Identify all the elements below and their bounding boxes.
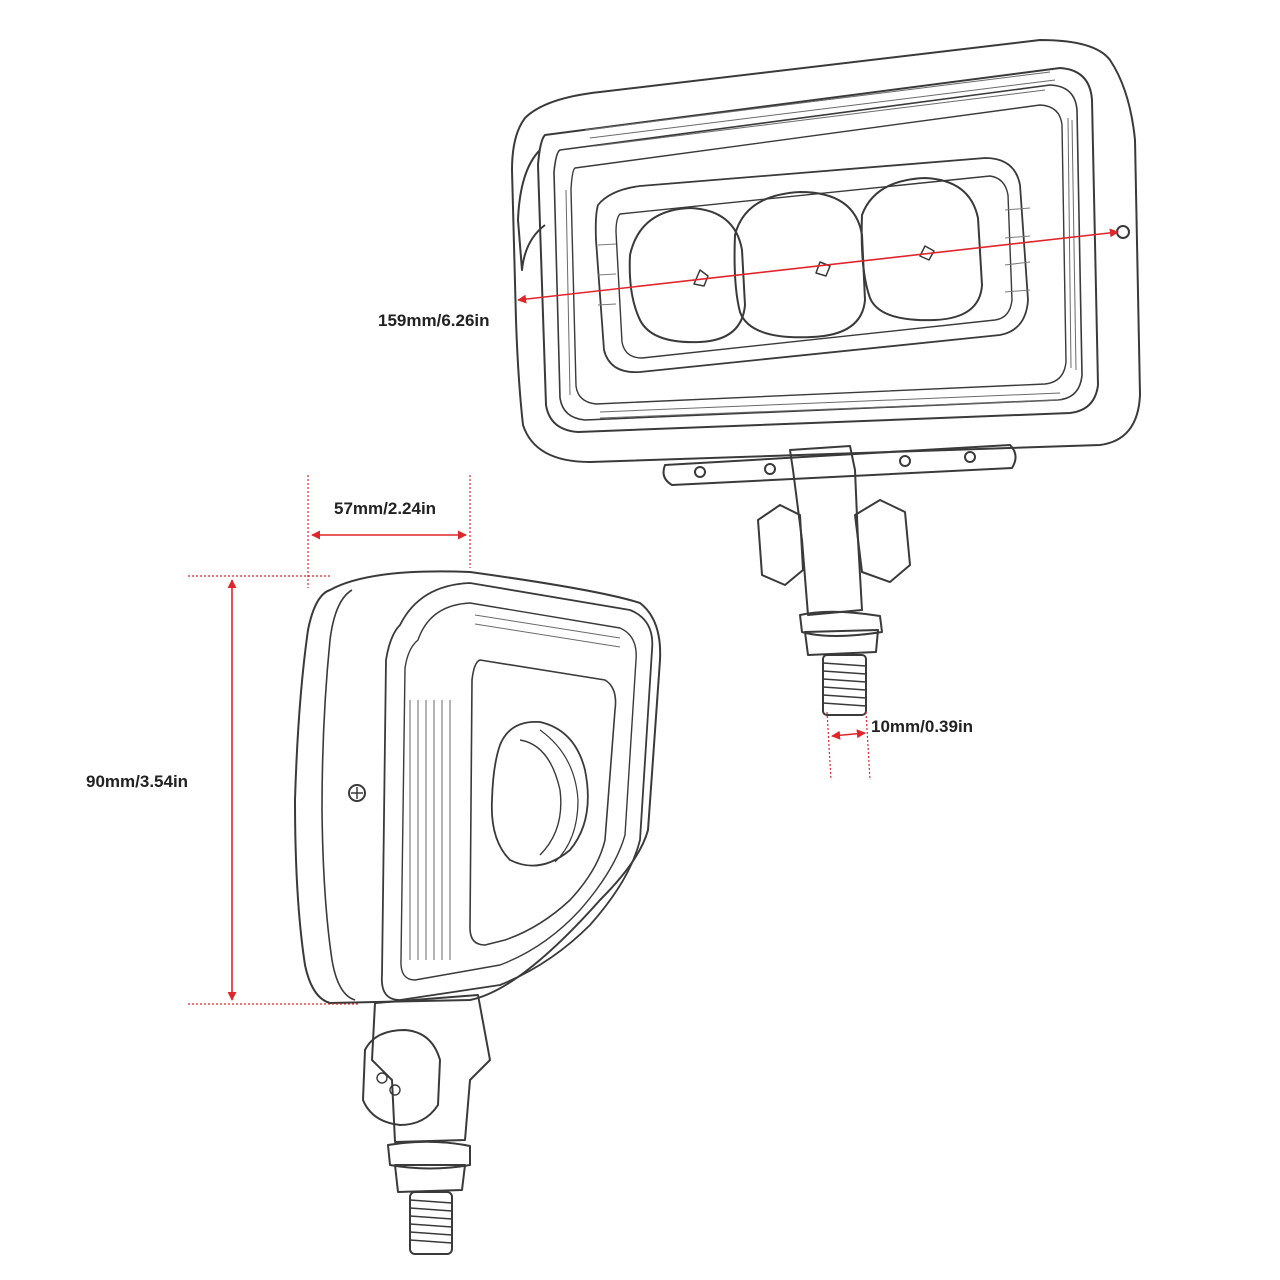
label-height-side: 90mm/3.54in (86, 772, 188, 791)
front-housing-outline (511, 39, 1141, 463)
side-front-bezel (380, 582, 654, 1001)
side-washer (387, 1140, 471, 1170)
side-screw (348, 784, 366, 802)
side-mount-stem (371, 994, 491, 1143)
side-projector-lens (490, 721, 589, 867)
side-threaded-bolt (409, 1191, 453, 1255)
front-hex-nut-right (854, 499, 911, 583)
front-led-lenses (628, 177, 983, 344)
front-washer (799, 610, 883, 637)
side-lens-frame (469, 659, 617, 946)
front-view-lamp-drawing (511, 39, 1141, 716)
front-screw (1116, 225, 1130, 239)
side-housing-outline (294, 570, 662, 1004)
front-mount-plate (662, 444, 1017, 486)
led-lens-center (733, 191, 866, 339)
led-lens-left (628, 207, 746, 344)
front-mount-stem (789, 445, 863, 616)
side-bezel-hatching (409, 614, 621, 960)
label-bolt-diameter: 10mm/0.39in (871, 717, 973, 736)
extension-line-bolt-right (865, 711, 871, 781)
dimension-labels: 159mm/6.26in 57mm/2.24in 90mm/3.54in 10m… (86, 311, 973, 791)
front-hex-nut-left (757, 504, 804, 586)
side-view-lamp-drawing (294, 570, 662, 1255)
dimension-lines (188, 228, 1119, 1005)
side-hex-nut (362, 1029, 441, 1126)
front-threaded-bolt (822, 654, 867, 716)
front-bezel-outer (537, 67, 1099, 433)
extension-line-bolt-left (826, 711, 832, 781)
label-width-front: 159mm/6.26in (378, 311, 490, 330)
dimension-line-bolt (831, 729, 866, 740)
dimension-line-width (517, 228, 1119, 304)
label-depth-side: 57mm/2.24in (334, 499, 436, 518)
